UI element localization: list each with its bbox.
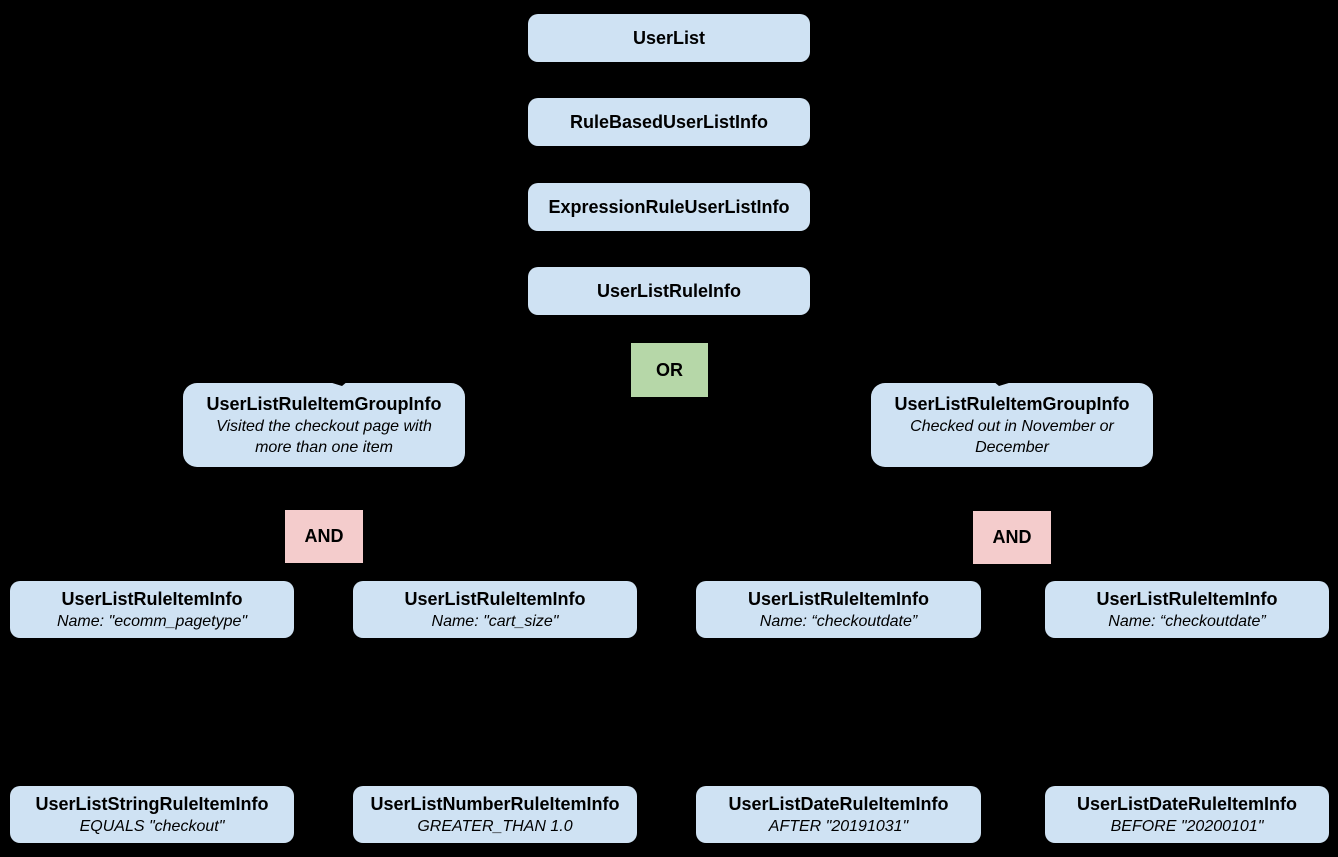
node-numberruleitem-subtitle: GREATER_THAN 1.0 — [417, 817, 573, 835]
node-dateruleitem-before: UserListDateRuleItemInfo BEFORE "2020010… — [1045, 786, 1329, 843]
node-ruleitem-checkoutdate-2-subtitle: Name: “checkoutdate” — [1108, 612, 1266, 630]
node-ruleitem-cart-size: UserListRuleItemInfo Name: "cart_size" — [353, 581, 637, 638]
node-ruleitem-cart-size-title: UserListRuleItemInfo — [404, 588, 586, 609]
node-ruleitem-ecomm-pagetype-title: UserListRuleItemInfo — [61, 588, 243, 609]
node-ruleitemgroup-right: UserListRuleItemGroupInfo Checked out in… — [871, 383, 1153, 467]
node-ruleitem-checkoutdate-2-title: UserListRuleItemInfo — [1096, 588, 1278, 609]
and-operator-right-node: AND — [973, 511, 1051, 564]
node-userlistruleinfo-label: UserListRuleInfo — [596, 280, 742, 301]
node-ruleitemgroup-left: UserListRuleItemGroupInfo Visited the ch… — [183, 383, 465, 467]
node-ruleitem-ecomm-pagetype-subtitle: Name: "ecomm_pagetype" — [56, 612, 248, 630]
node-ruleitem-checkoutdate-2: UserListRuleItemInfo Name: “checkoutdate… — [1045, 581, 1329, 638]
node-ruleitemgroup-right-title: UserListRuleItemGroupInfo — [894, 393, 1130, 414]
node-expressionruleuserlistinfo: ExpressionRuleUserListInfo — [528, 183, 810, 231]
node-stringruleitem-subtitle: EQUALS "checkout" — [79, 817, 225, 835]
node-ruleitemgroup-left-title: UserListRuleItemGroupInfo — [206, 393, 442, 414]
node-numberruleitem: UserListNumberRuleItemInfo GREATER_THAN … — [353, 786, 637, 843]
node-ruleitemgroup-left-description: Visited the checkout page with more than… — [216, 417, 432, 456]
node-ruleitem-cart-size-subtitle: Name: "cart_size" — [431, 612, 559, 630]
node-expressionruleuserlistinfo-label: ExpressionRuleUserListInfo — [548, 196, 790, 217]
node-rulebaseduserlistinfo: RuleBasedUserListInfo — [528, 98, 810, 146]
and-operator-left-node: AND — [285, 510, 363, 563]
node-dateruleitem-after-subtitle: AFTER "20191031" — [768, 817, 909, 835]
node-rulebaseduserlistinfo-label: RuleBasedUserListInfo — [569, 111, 769, 132]
node-ruleitem-checkoutdate-1-subtitle: Name: “checkoutdate” — [759, 612, 918, 630]
node-userlistruleinfo: UserListRuleInfo — [528, 267, 810, 315]
or-operator-node: OR — [631, 343, 708, 397]
and-operator-right-label: AND — [992, 527, 1032, 547]
node-numberruleitem-title: UserListNumberRuleItemInfo — [370, 793, 620, 814]
node-dateruleitem-before-subtitle: BEFORE "20200101" — [1110, 817, 1264, 835]
node-ruleitem-ecomm-pagetype: UserListRuleItemInfo Name: "ecomm_pagety… — [10, 581, 294, 638]
node-ruleitem-checkoutdate-1: UserListRuleItemInfo Name: “checkoutdate… — [696, 581, 981, 638]
node-stringruleitem: UserListStringRuleItemInfo EQUALS "check… — [10, 786, 294, 843]
node-dateruleitem-after-title: UserListDateRuleItemInfo — [728, 793, 949, 814]
or-operator-label: OR — [656, 359, 683, 380]
node-ruleitem-checkoutdate-1-title: UserListRuleItemInfo — [747, 588, 930, 609]
node-dateruleitem-before-title: UserListDateRuleItemInfo — [1076, 793, 1298, 814]
node-userlist: UserList — [528, 14, 810, 62]
node-dateruleitem-after: UserListDateRuleItemInfo AFTER "20191031… — [696, 786, 981, 843]
node-ruleitemgroup-right-description: Checked out in November or December — [910, 417, 1114, 456]
node-stringruleitem-title: UserListStringRuleItemInfo — [35, 793, 269, 814]
node-userlist-label: UserList — [632, 27, 706, 48]
and-operator-left-label: AND — [304, 526, 344, 546]
